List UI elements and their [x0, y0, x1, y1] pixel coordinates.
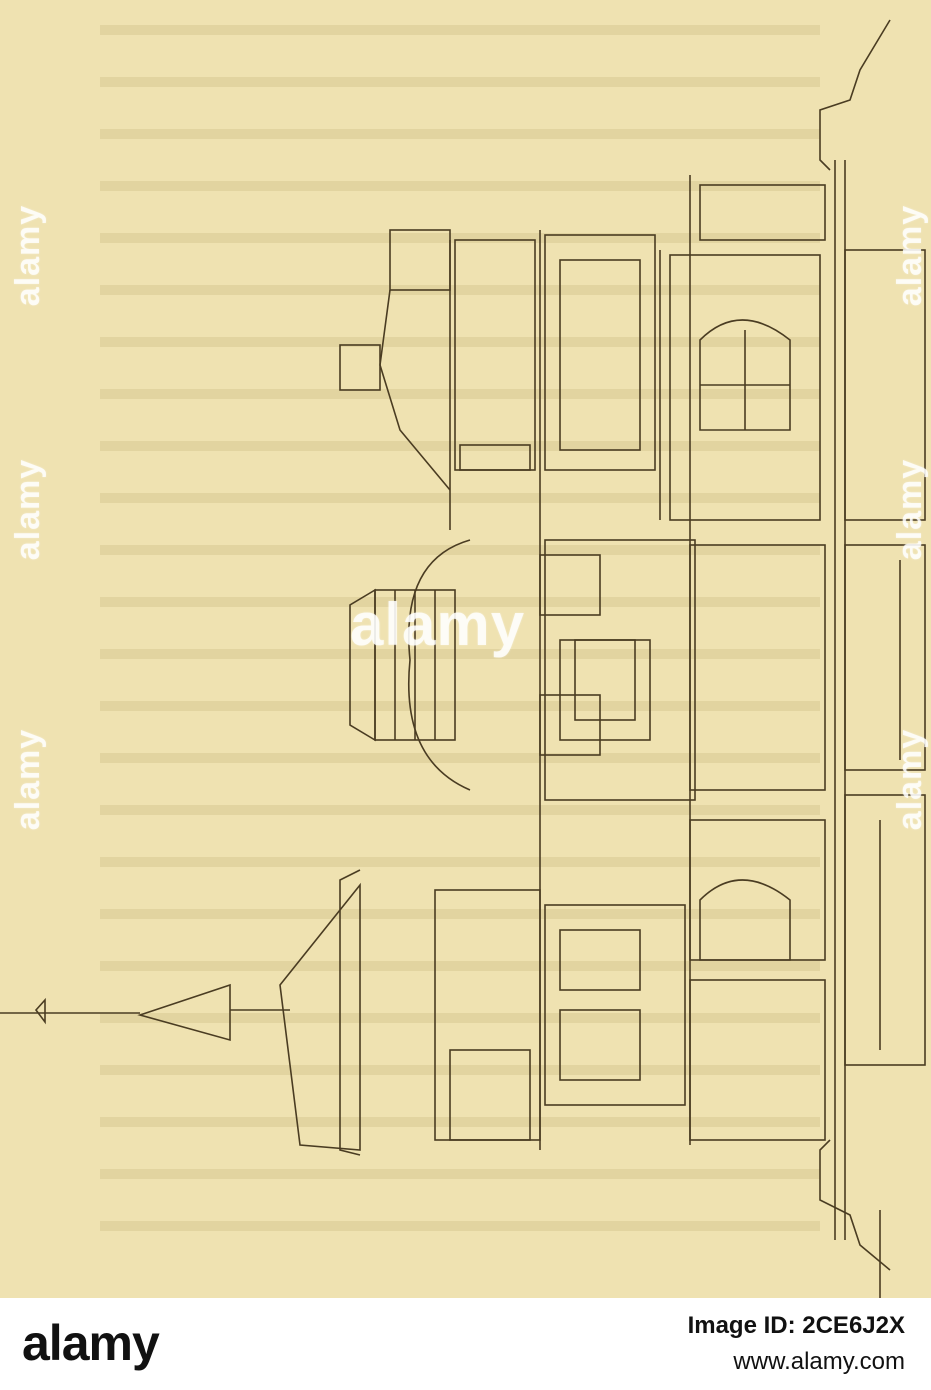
- footer-info: Image ID: 2CE6J2X www.alamy.com: [688, 1312, 905, 1376]
- building-section-drawing: [0, 0, 931, 1298]
- engraving-illustration: alamy alamy alamy alamy alamy alamy alam…: [0, 0, 931, 1298]
- watermark-left-bottom: alamy: [9, 728, 48, 831]
- watermark-right-bottom: alamy: [891, 728, 930, 831]
- image-id-label: Image ID: 2CE6J2X: [687, 1312, 905, 1339]
- watermark-left-top: alamy: [9, 204, 48, 307]
- watermark-right-middle: alamy: [891, 458, 930, 561]
- alamy-logo: alamy: [22, 1315, 160, 1371]
- alamy-footer-bar: alamy Image ID: 2CE6J2X www.alamy.com: [0, 1298, 931, 1390]
- watermark-right-top: alamy: [891, 204, 930, 307]
- watermark-left-middle: alamy: [9, 458, 48, 561]
- watermark-center: alamy: [350, 591, 526, 658]
- alamy-url: www.alamy.com: [733, 1348, 905, 1375]
